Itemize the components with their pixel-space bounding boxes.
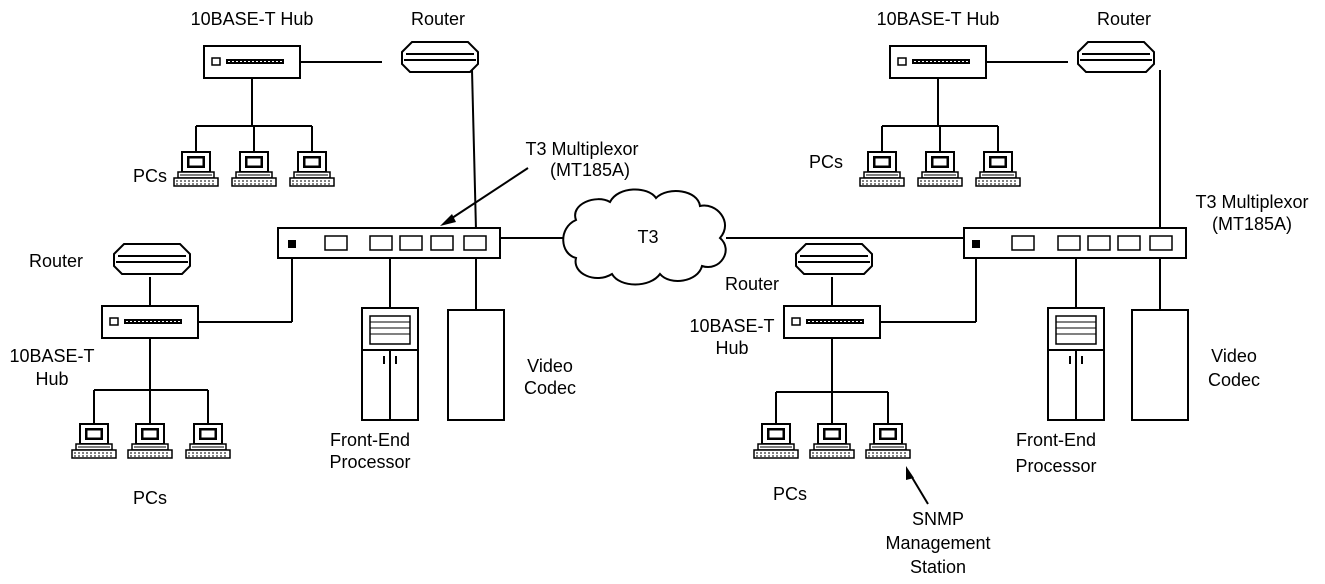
label-fep-left-1: Front-End (330, 430, 410, 450)
router-mid-right (795, 243, 873, 275)
label-pcs-bottom-right: PCs (773, 484, 807, 504)
label-pcs-top-left: PCs (133, 166, 167, 186)
hub-mid-right (783, 305, 881, 339)
label-mux-right-2: (MT185A) (1212, 214, 1292, 234)
pc-icon (71, 423, 117, 459)
hub-top-right (889, 45, 987, 79)
label-mux-left-1: T3 Multiplexor (525, 139, 638, 159)
label-fep-left-2: Processor (329, 452, 410, 472)
router-top-right (1077, 41, 1155, 73)
pc-icon (975, 151, 1021, 187)
label-hub-top-right: 10BASE-T Hub (877, 9, 1000, 29)
pc-icon (809, 423, 855, 459)
label-hub-mid-left-2: Hub (35, 369, 68, 389)
label-hub-mid-left-1: 10BASE-T (9, 346, 94, 366)
label-router-top-right: Router (1097, 9, 1151, 29)
pc-icon (289, 151, 335, 187)
label-fep-right-2: Processor (1015, 456, 1096, 476)
label-hub-mid-right-1: 10BASE-T (689, 316, 774, 336)
snmp-management-station-pc-icon (865, 423, 911, 459)
pc-icon (231, 151, 277, 187)
label-pcs-top-right: PCs (809, 152, 843, 172)
label-video-left-1: Video (527, 356, 573, 376)
label-hub-top-left: 10BASE-T Hub (191, 9, 314, 29)
front-end-processor-left (361, 307, 419, 421)
t3-cloud (562, 188, 727, 286)
router-mid-left (113, 243, 191, 275)
front-end-processor-right (1047, 307, 1105, 421)
hub-top-left (203, 45, 301, 79)
label-fep-right-1: Front-End (1016, 430, 1096, 450)
label-pcs-bottom-left: PCs (133, 488, 167, 508)
label-video-right-2: Codec (1208, 370, 1260, 390)
label-snmp-1: SNMP (912, 509, 964, 529)
label-cloud: T3 (637, 227, 658, 247)
label-snmp-3: Station (910, 557, 966, 577)
pc-icon (127, 423, 173, 459)
video-codec-right (1131, 309, 1189, 421)
label-mux-left-2: (MT185A) (550, 160, 630, 180)
pc-icon (173, 151, 219, 187)
label-hub-mid-right-2: Hub (715, 338, 748, 358)
video-codec-left (447, 309, 505, 421)
label-snmp-2: Management (885, 533, 990, 553)
pc-icon (185, 423, 231, 459)
label-video-left-2: Codec (524, 378, 576, 398)
pc-icon (859, 151, 905, 187)
label-router-mid-right: Router (725, 274, 779, 294)
pc-icon (917, 151, 963, 187)
label-video-right-1: Video (1211, 346, 1257, 366)
label-mux-right-1: T3 Multiplexor (1195, 192, 1308, 212)
router-top-left (401, 41, 479, 73)
label-router-mid-left: Router (29, 251, 83, 271)
t3-multiplexor-right (963, 227, 1187, 259)
hub-mid-left (101, 305, 199, 339)
label-router-top-left: Router (411, 9, 465, 29)
t3-multiplexor-left (277, 227, 501, 259)
pc-icon (753, 423, 799, 459)
